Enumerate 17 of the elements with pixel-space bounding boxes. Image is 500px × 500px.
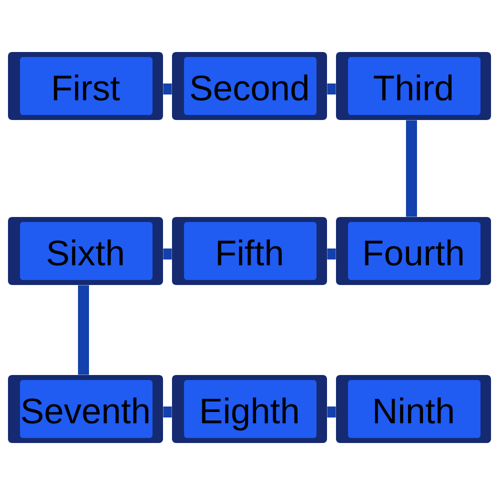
connector-line: [163, 84, 172, 94]
connector-line: [78, 285, 89, 375]
process-box: Fifth: [172, 217, 327, 285]
connector-line: [327, 406, 336, 418]
process-box: Eighth: [172, 375, 327, 443]
process-box: Third: [336, 52, 491, 120]
connector-line: [327, 248, 336, 260]
process-box: First: [8, 52, 163, 120]
process-box: Seventh: [8, 375, 163, 443]
connector-line: [327, 84, 336, 94]
process-box: Second: [172, 52, 327, 120]
process-box: Ninth: [336, 375, 491, 443]
process-box: Fourth: [336, 217, 491, 285]
connector-line: [163, 406, 172, 418]
connector-line: [163, 248, 172, 260]
connector-line: [406, 120, 417, 217]
process-box: Sixth: [8, 217, 163, 285]
